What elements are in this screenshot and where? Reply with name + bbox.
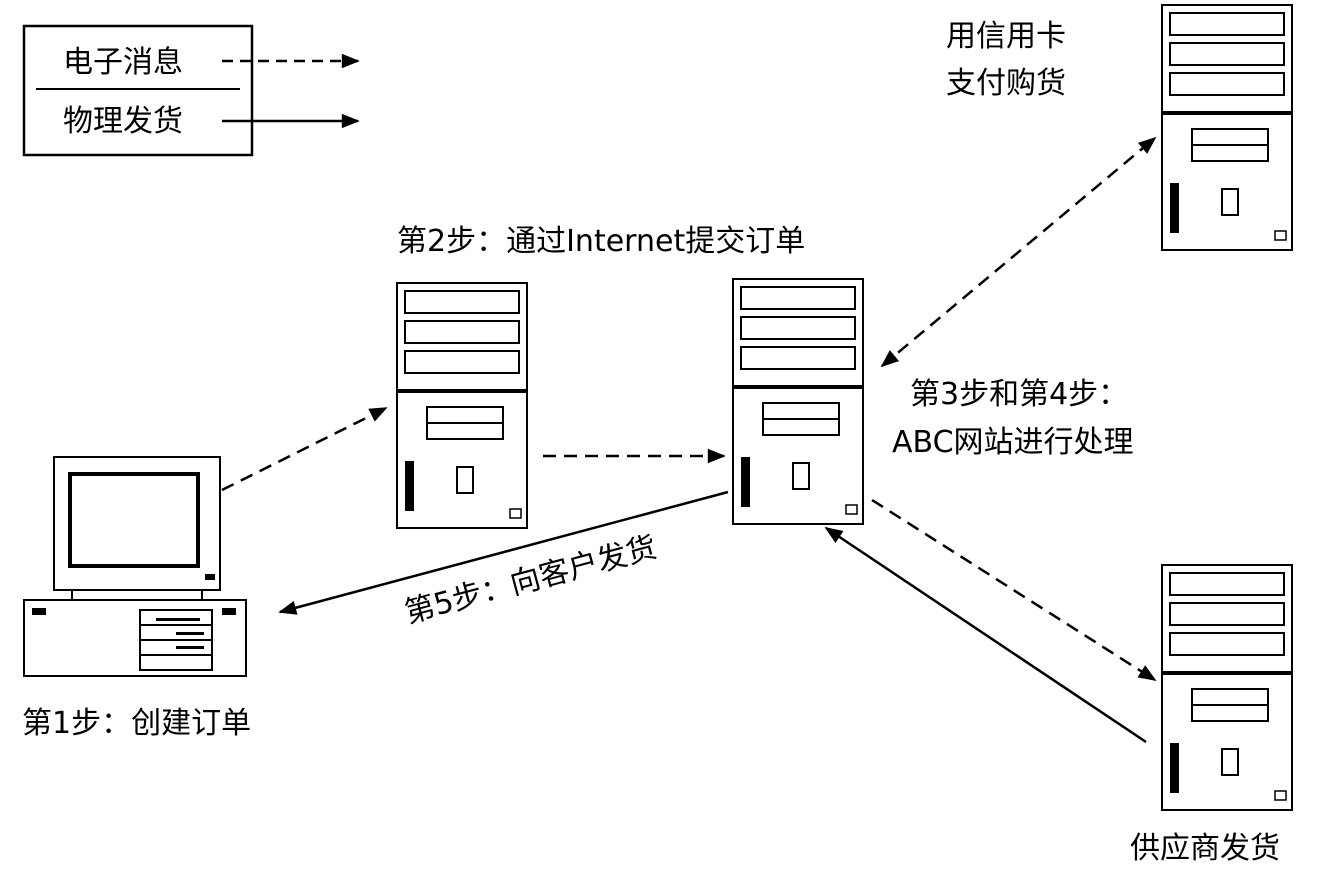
arrow-supplier-to-abc bbox=[824, 526, 1147, 744]
arrow-abc-to-supplier bbox=[871, 498, 1157, 682]
legend-electronic-message-label: 电子消息 bbox=[63, 45, 183, 80]
step3-label-line2: ABC网站进行处理 bbox=[892, 425, 1134, 460]
supplier-server-icon bbox=[1160, 563, 1294, 812]
supplier-label: 供应商发货 bbox=[1130, 831, 1280, 866]
arrow-pc-to-internet bbox=[221, 406, 388, 492]
abc-website-server-icon bbox=[731, 277, 865, 526]
arrow-abc-to-customer bbox=[278, 490, 729, 615]
step1-label: 第1步：创建订单 bbox=[22, 706, 251, 741]
customer-pc-icon bbox=[23, 456, 247, 677]
step3-label-line1: 第3步和第4步： bbox=[910, 377, 1128, 412]
flow-arrows bbox=[221, 136, 1157, 744]
step2-label: 第2步：通过Internet提交订单 bbox=[397, 224, 805, 259]
credit-card-label-line2: 支付购货 bbox=[946, 66, 1066, 101]
arrow-abc-credit-card bbox=[880, 136, 1157, 368]
legend-physical-delivery-label: 物理发货 bbox=[63, 104, 183, 139]
internet-server-icon bbox=[395, 281, 529, 530]
legend-box bbox=[22, 24, 254, 157]
credit-card-server-icon bbox=[1160, 3, 1294, 252]
legend: 电子消息 物理发货 bbox=[22, 24, 360, 157]
credit-card-label-line1: 用信用卡 bbox=[946, 19, 1066, 54]
